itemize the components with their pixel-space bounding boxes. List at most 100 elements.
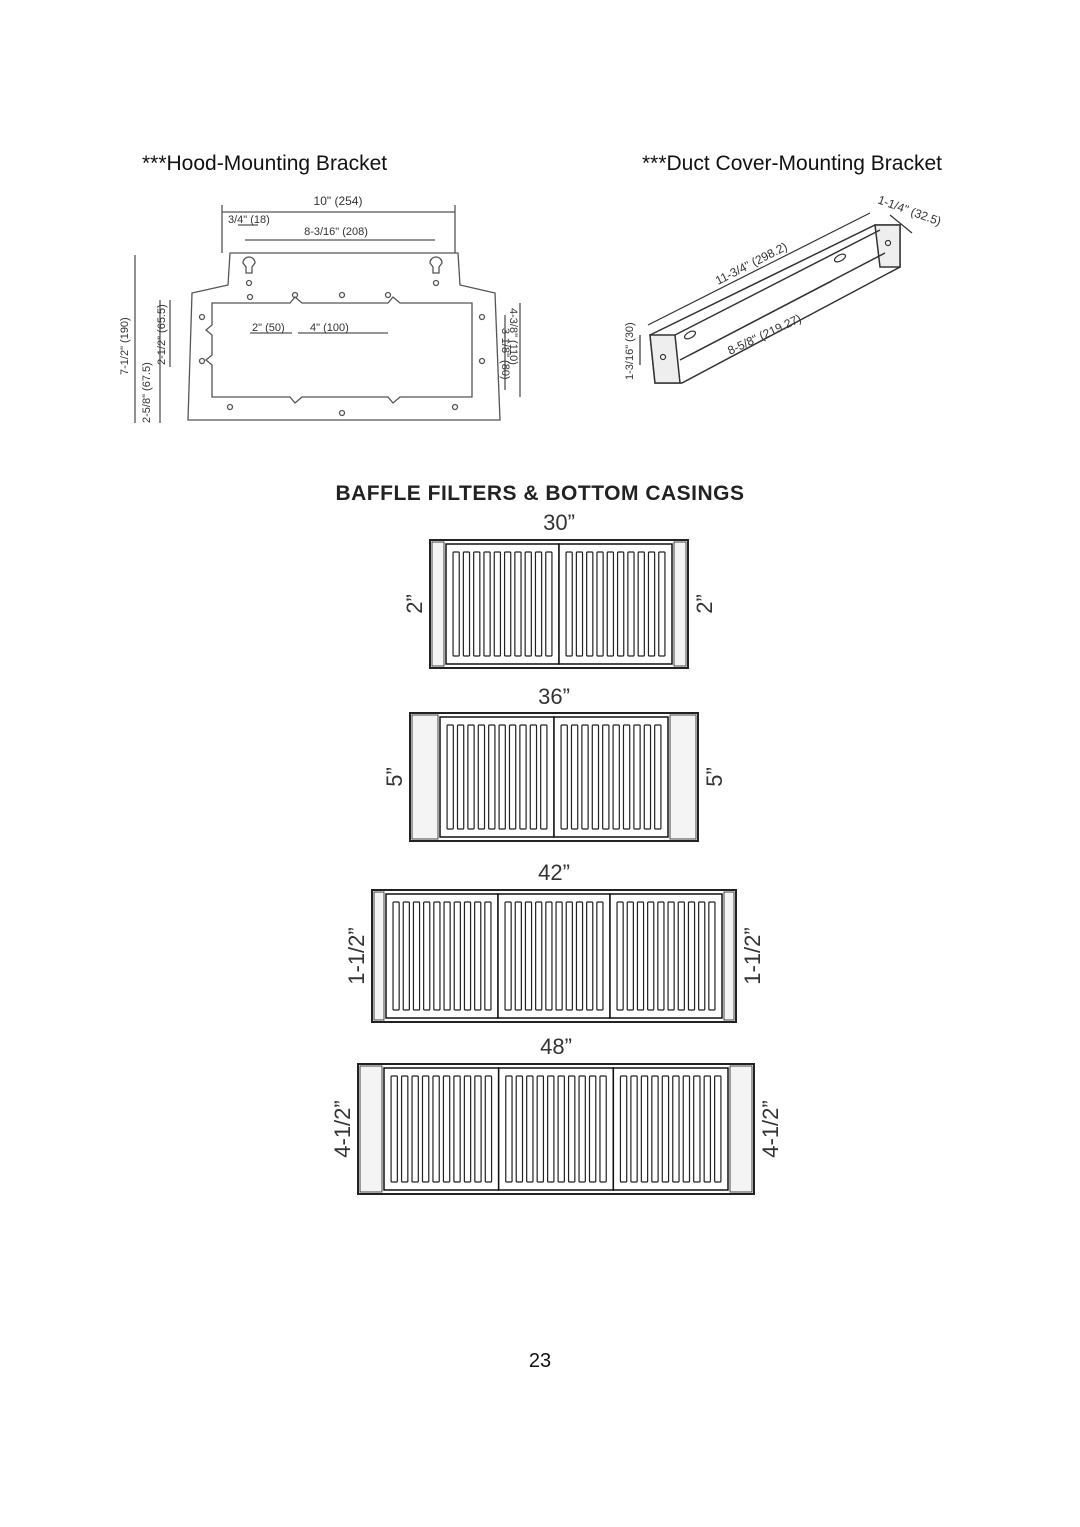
baffle-slat xyxy=(526,1075,534,1183)
baffle-slat xyxy=(677,901,685,1011)
baffle-slat xyxy=(714,1075,722,1183)
dim-width-total: 10" (254) xyxy=(314,194,363,208)
baffle-slat xyxy=(547,1075,555,1183)
baffle-slat xyxy=(432,1075,440,1183)
baffle-slat xyxy=(400,1075,409,1183)
casing-side-label-right: 2” xyxy=(692,594,717,614)
baffle-slat xyxy=(421,1075,430,1183)
baffle-slat xyxy=(524,551,532,657)
dim-height-mid: 2-1/2" (65.5) xyxy=(156,304,168,365)
baffle-slat xyxy=(477,724,486,830)
casing-width-label: 30” xyxy=(543,510,575,535)
hood-bracket-diagram: 10" (254) 3/4" (18) 8-3/16" (208) 2" (50… xyxy=(119,194,521,423)
baffle-slat xyxy=(627,551,635,657)
baffle-slat xyxy=(452,551,460,657)
casing-side-label-right: 1-1/2” xyxy=(740,927,765,984)
baffle-slat xyxy=(467,724,475,830)
dim-spacing-2: 2" (50) xyxy=(252,322,285,334)
baffle-slat xyxy=(703,1075,712,1183)
page-number: 23 xyxy=(528,1350,552,1372)
baffle-slat xyxy=(661,1075,670,1183)
casing-side-label-left: 2” xyxy=(402,594,427,614)
casing-width-label: 36” xyxy=(538,684,570,709)
baffle-slat xyxy=(545,551,553,657)
keyhole-slot-right xyxy=(429,256,443,274)
baffle-slat xyxy=(535,901,543,1011)
baffle-slat xyxy=(578,1075,586,1183)
baffle-slat xyxy=(667,901,675,1011)
duct-bracket-diagram: 11-3/4" (298.2) 8-5/8" (219.27) 1-1/4" (… xyxy=(624,193,943,384)
baffle-slat xyxy=(619,1075,628,1183)
dim-offset-small: 3/4" (18) xyxy=(228,214,270,226)
baffle-slat xyxy=(392,901,400,1011)
hood-bracket-cutout xyxy=(204,296,473,404)
baffle-slat xyxy=(488,724,496,830)
baffle-slat xyxy=(606,551,615,657)
hood-mounting-bracket-heading: ***Hood-Mounting Bracket xyxy=(142,152,388,175)
baffle-slat xyxy=(647,901,655,1011)
casing-right-trim xyxy=(673,541,687,667)
baffle-slat xyxy=(591,724,600,830)
baffle-slat xyxy=(503,551,512,657)
baffle-slat xyxy=(651,1075,659,1183)
baffle-slat xyxy=(616,901,624,1011)
baffle-slat xyxy=(484,1075,493,1183)
baffle-slat xyxy=(504,901,512,1011)
baffle-slat xyxy=(505,1075,513,1183)
dim-height-total: 7-1/2" (190) xyxy=(119,317,131,375)
dim-spacing-4: 4" (100) xyxy=(310,322,349,334)
baffle-slat xyxy=(473,551,481,657)
casing-side-label-left: 1-1/2” xyxy=(344,927,369,984)
baffle-slat xyxy=(519,724,527,830)
baffle-filters-diagram: 30”2”2”36”5”5”42”1-1/2”1-1/2”48”4-1/2”4-… xyxy=(330,510,783,1195)
baffle-slat xyxy=(557,1075,565,1183)
baffle-slat xyxy=(586,901,594,1011)
baffle-slat xyxy=(581,724,589,830)
baffle-slat xyxy=(616,551,625,657)
casing-side-label-left: 4-1/2” xyxy=(330,1100,355,1157)
baffle-slat xyxy=(682,1075,691,1183)
baffle-slat xyxy=(411,1075,419,1183)
baffle-slat xyxy=(643,724,652,830)
baffle-slat xyxy=(640,1075,649,1183)
baffle-slat xyxy=(565,551,573,657)
keyhole-slot-left xyxy=(242,256,256,274)
baffle-slat xyxy=(524,901,533,1011)
baffle-slat xyxy=(687,901,696,1011)
baffle-slat xyxy=(672,1075,680,1183)
baffle-slat xyxy=(443,901,451,1011)
baffle-slat xyxy=(693,1075,701,1183)
baffle-slat xyxy=(560,724,568,830)
baffle-slat xyxy=(498,724,506,830)
baffle-slat xyxy=(534,551,543,657)
dim-right-inner: 3-1/8" (80) xyxy=(499,328,511,380)
casing-right-trim xyxy=(729,1065,753,1193)
baffle-slat xyxy=(586,551,594,657)
baffle-slat xyxy=(630,1075,638,1183)
baffle-slat xyxy=(412,901,421,1011)
casing-width-label: 42” xyxy=(538,860,570,885)
baffle-slat xyxy=(463,1075,472,1183)
baffle-slat xyxy=(540,724,548,830)
baffle-slat xyxy=(529,724,538,830)
baffle-slat xyxy=(658,551,666,657)
baffle-slat xyxy=(636,901,645,1011)
baffle-slat xyxy=(596,551,604,657)
baffle-slat xyxy=(474,1075,482,1183)
baffle-slat xyxy=(575,901,584,1011)
baffle-slat xyxy=(536,1075,545,1183)
duct-cover-mounting-bracket-heading: ***Duct Cover-Mounting Bracket xyxy=(642,152,942,175)
casing-side-label-right: 5” xyxy=(702,767,727,787)
baffle-slat xyxy=(402,901,410,1011)
casing-left-trim xyxy=(431,541,445,667)
casing-right-trim xyxy=(669,714,697,840)
baffle-slat xyxy=(575,551,584,657)
baffle-slat xyxy=(483,551,491,657)
dim-hole-span: 8-3/16" (208) xyxy=(304,226,368,238)
dim-flange: 1-1/4" (32.5) xyxy=(876,193,943,229)
baffle-slat xyxy=(456,724,465,830)
baffle-slat xyxy=(602,724,610,830)
dim-height: 1-3/16" (30) xyxy=(624,322,636,380)
baffle-slat xyxy=(622,724,631,830)
casing-left-trim xyxy=(411,714,439,840)
